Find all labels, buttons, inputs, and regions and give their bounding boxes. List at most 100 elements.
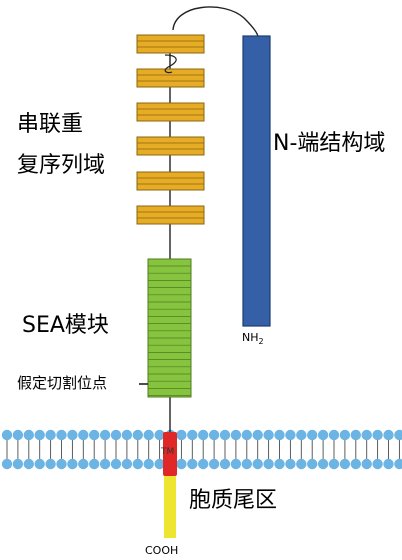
n-terminal-domain-bar: [242, 35, 271, 327]
lipid-head: [1, 458, 13, 470]
repeat-link-squiggle: [164, 54, 177, 74]
lipid-head: [34, 429, 45, 441]
lipid-head: [12, 429, 24, 441]
tandem-repeat-unit: [136, 171, 205, 191]
lipid-head: [296, 429, 307, 441]
lipid-head: [198, 429, 209, 441]
lipid-head: [263, 458, 274, 470]
cleavage-site-label: 假定切割位点: [17, 374, 108, 392]
cooh-label: COOH: [145, 544, 179, 557]
lipid-head: [307, 429, 318, 441]
lipid-head: [296, 458, 307, 470]
tandem-repeat-label-line2: 复序列域: [17, 153, 106, 178]
tm-label: TM: [161, 447, 175, 457]
lipid-head: [23, 429, 34, 441]
lipid-head: [285, 429, 296, 441]
nh2-label-subscript: 2: [258, 337, 264, 347]
lipid-head: [252, 429, 263, 441]
lipid-head: [252, 458, 263, 470]
lipid-head: [230, 458, 242, 470]
lipid-head: [176, 458, 187, 470]
lipid-head: [56, 458, 67, 470]
tandem-repeat-label-line1: 串联重: [17, 112, 84, 137]
lipid-head: [110, 429, 122, 441]
lipid-heads-outer-leaflet: [1, 429, 402, 441]
lipid-head: [230, 429, 242, 441]
sea-module-body: [147, 258, 192, 398]
lipid-head: [176, 429, 187, 441]
lipid-head: [198, 458, 209, 470]
lipid-tails: [6, 440, 400, 459]
lipid-head: [383, 458, 394, 470]
lipid-head: [263, 429, 274, 441]
lipid-head: [208, 458, 220, 470]
nh2-label: NH2: [242, 332, 264, 346]
lipid-head: [394, 458, 402, 470]
lipid-head: [56, 429, 67, 441]
lipid-head: [361, 458, 372, 470]
repeat-block: [136, 68, 205, 88]
lipid-head: [328, 458, 340, 470]
lipid-head: [307, 458, 318, 470]
repeat-block: [136, 102, 205, 122]
lipid-head: [23, 458, 34, 470]
lipid-head: [154, 429, 165, 441]
tandem-repeat-unit: [136, 68, 205, 88]
lipid-head: [285, 458, 296, 470]
repeat-block: [136, 34, 205, 54]
lipid-head: [89, 429, 100, 441]
lipid-head: [208, 429, 220, 441]
lipid-head: [110, 458, 122, 470]
sea-module-label: SEA模块: [22, 313, 109, 338]
tandem-repeat-unit: [136, 34, 205, 54]
lipid-head: [132, 458, 143, 470]
lipid-head: [1, 429, 13, 441]
n-terminal-domain-label: N-端结构域: [273, 131, 386, 156]
tandem-repeat-unit: [136, 205, 205, 225]
lipid-head: [187, 458, 198, 470]
repeat-block: [136, 171, 205, 191]
lipid-head: [99, 429, 111, 441]
lipid-head: [361, 429, 372, 441]
lipid-head: [187, 429, 198, 441]
repeat-block: [136, 136, 205, 156]
nh2-label-base: NH: [242, 331, 259, 344]
lipid-head: [89, 458, 100, 470]
lipid-head: [78, 429, 89, 441]
tandem-repeat-unit: [136, 136, 205, 156]
sea-module-block: [147, 258, 192, 398]
lipid-head: [241, 458, 252, 470]
lipid-head: [350, 458, 361, 470]
lipid-head: [383, 429, 394, 441]
lipid-head: [394, 429, 402, 441]
tandem-repeat-unit: [136, 102, 205, 122]
cytoplasmic-tail-label: 胞质尾区: [189, 488, 278, 513]
transmembrane-segment: [163, 432, 177, 476]
lipid-head: [219, 429, 231, 441]
lipid-head: [317, 429, 329, 441]
lipid-head: [339, 458, 351, 470]
lipid-head: [132, 429, 143, 441]
tandem-repeat-blocks: [136, 34, 205, 225]
lipid-head: [328, 429, 340, 441]
lipid-head: [67, 458, 78, 470]
lipid-head: [350, 429, 361, 441]
lipid-head: [45, 458, 56, 470]
lipid-head: [45, 429, 56, 441]
lipid-head: [99, 458, 111, 470]
lipid-heads-inner-leaflet: [1, 458, 402, 470]
lipid-head: [274, 458, 285, 470]
lipid-head: [121, 429, 133, 441]
lipid-head: [121, 458, 133, 470]
repeat-block: [136, 205, 205, 225]
lipid-head: [372, 458, 383, 470]
connecting-linker-arc: [172, 6, 259, 38]
lipid-head: [241, 429, 252, 441]
lipid-head: [34, 458, 45, 470]
lipid-head: [154, 458, 165, 470]
lipid-head: [317, 458, 329, 470]
lipid-head: [274, 429, 285, 441]
lipid-head: [143, 458, 154, 470]
cytoplasmic-tail-bar: [164, 476, 176, 538]
